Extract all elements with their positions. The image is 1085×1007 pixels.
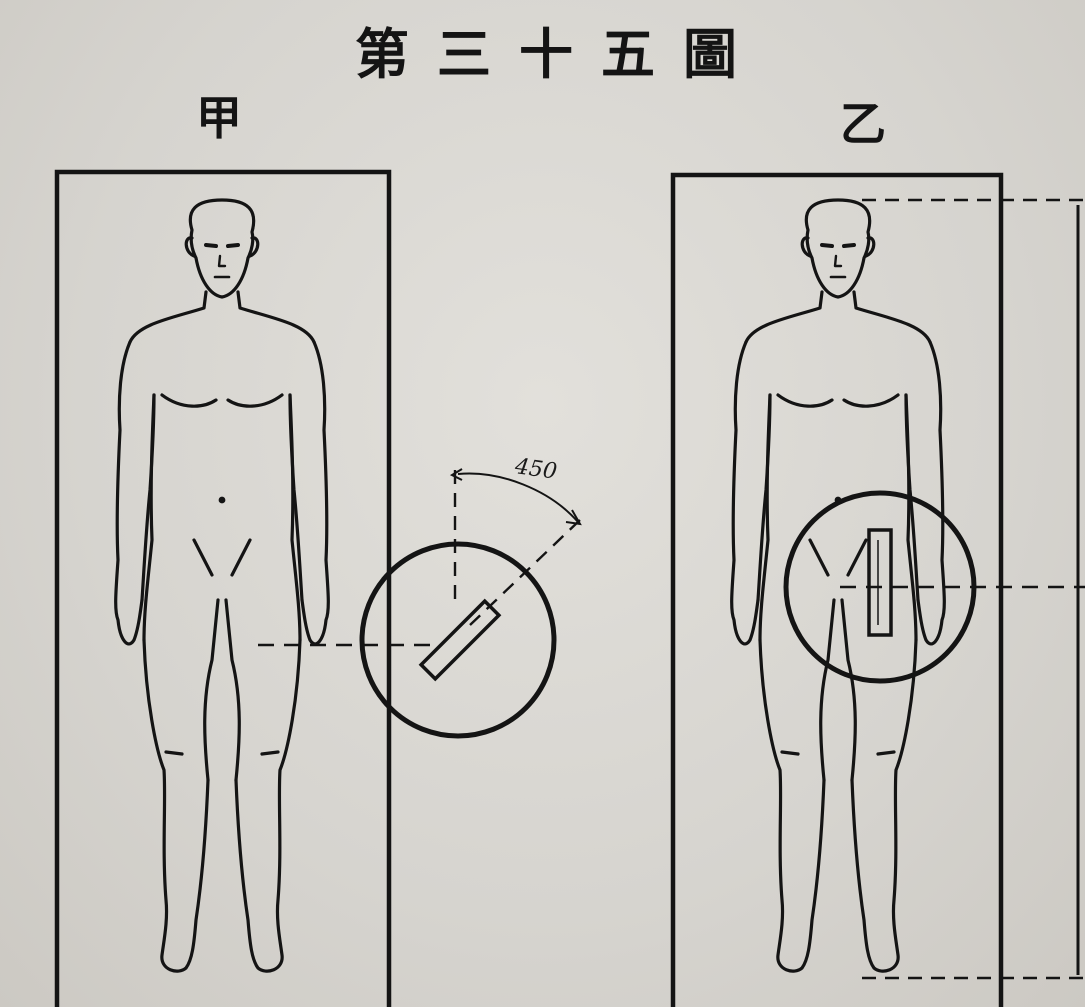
panel-b-frame [673,175,1001,1007]
panel-b-human-figure [732,200,945,971]
panel-b-detector [786,493,1085,681]
panel-a-human-figure [116,200,329,971]
panel-a-detector [258,469,580,736]
